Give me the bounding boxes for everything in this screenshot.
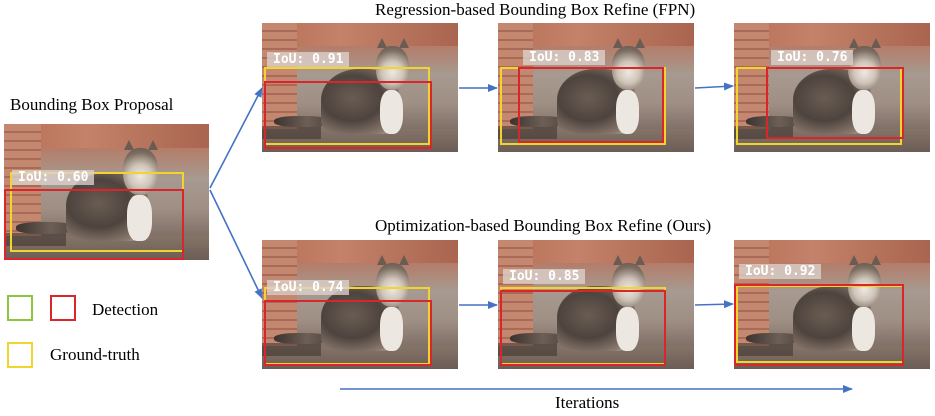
detection-box [766,67,904,139]
legend-yellow-square [7,342,33,368]
ours-title: Optimization-based Bounding Box Refine (… [375,216,712,235]
ours-image-2: IoU: 0.85 [498,240,694,369]
fpn-title: Regression-based Bounding Box Refine (FP… [375,0,696,19]
legend-detection-label: Detection [92,300,159,319]
detection-box [264,81,432,149]
proposal-title: Bounding Box Proposal [10,95,174,114]
legend-green-square [7,295,33,321]
iou-label: IoU: 0.85 [503,269,586,284]
detection-box [518,67,664,143]
ours-image-3: IoU: 0.92 [734,240,930,369]
fpn-image-3: IoU: 0.76 [734,23,930,152]
iou-label: IoU: 0.60 [12,170,95,185]
ours-arrow-2 [694,300,734,309]
detection-box [264,300,432,366]
iou-label: IoU: 0.83 [523,50,606,65]
detection-box [734,284,904,366]
ours-image-1: IoU: 0.74 [262,240,458,369]
branch-arrow-up [209,87,263,189]
iou-label: IoU: 0.74 [267,280,350,295]
detection-box [4,189,184,260]
proposal-image: IoU: 0.60 [4,124,209,260]
fpn-image-1: IoU: 0.91 [262,23,458,152]
legend-red-square [50,295,76,321]
iou-label: IoU: 0.76 [771,50,854,65]
iou-label: IoU: 0.92 [739,264,822,279]
iou-label: IoU: 0.91 [267,52,350,67]
legend-ground-truth-label: Ground-truth [50,345,140,364]
fpn-arrow-2 [694,82,734,91]
detection-box [500,290,666,366]
branch-arrow-down [209,189,263,299]
iterations-label: Iterations [555,393,620,412]
fpn-image-2: IoU: 0.83 [498,23,694,152]
